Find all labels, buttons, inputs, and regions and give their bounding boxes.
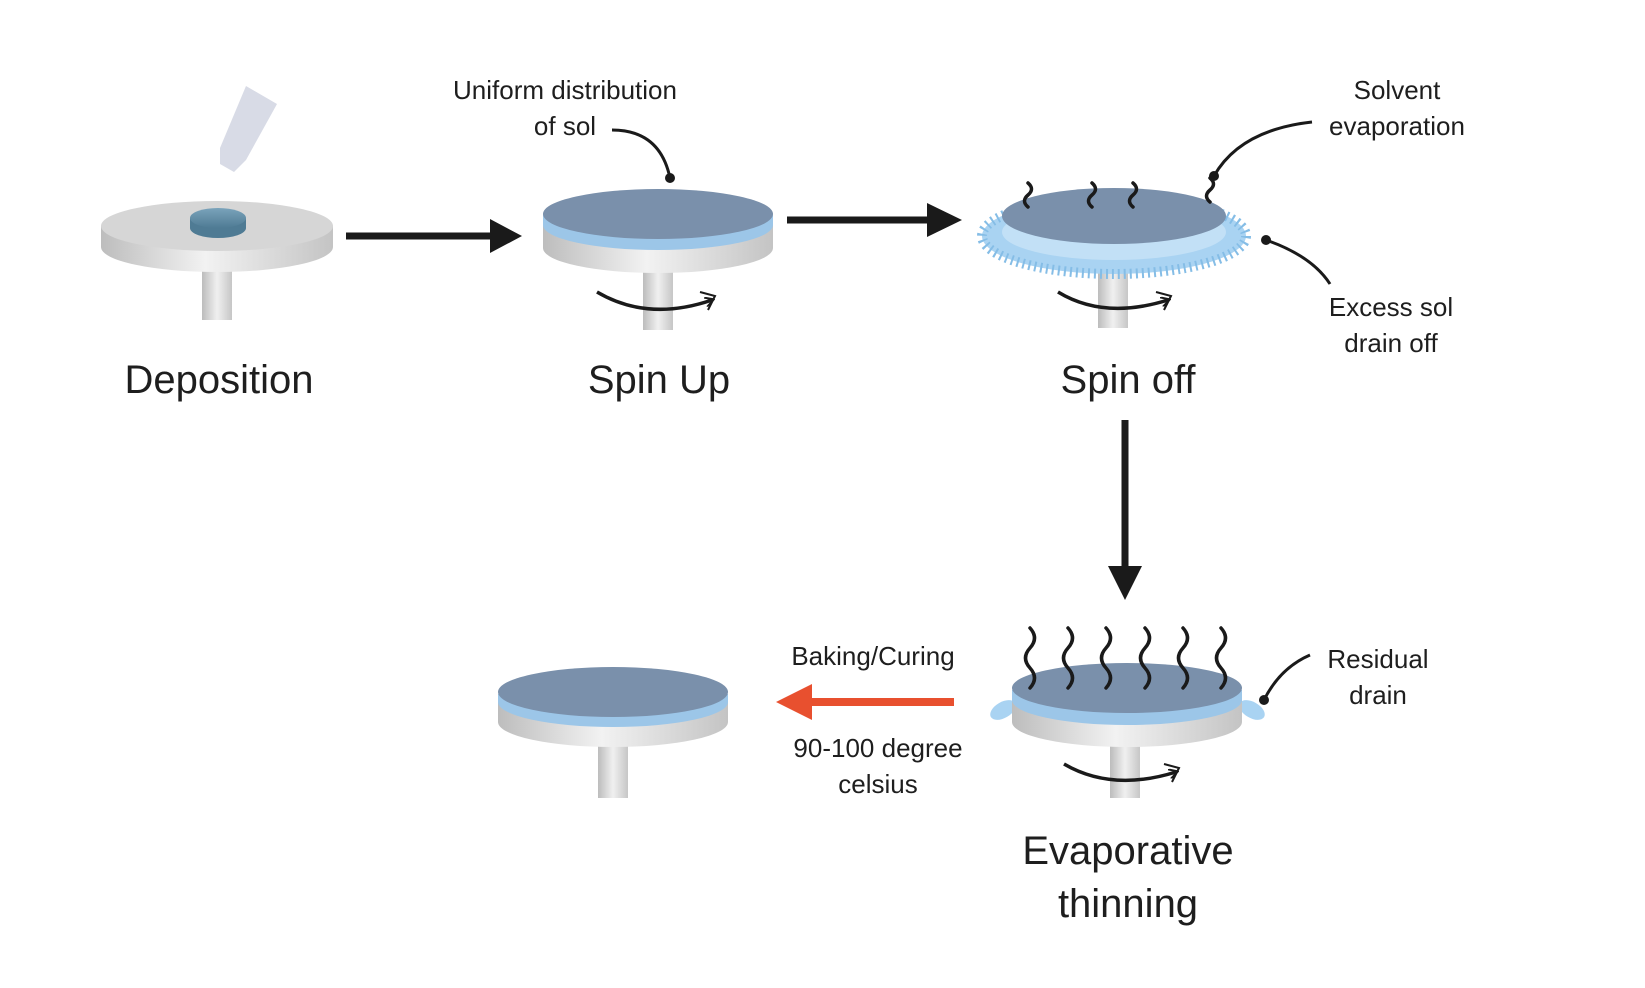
stage-title-spin-up: Spin Up — [588, 358, 730, 402]
stage-title-evaporative-line2: thinning — [1058, 882, 1198, 926]
arrow-deposition-to-spin-up — [346, 219, 522, 253]
stage-spin-up: Uniform distribution of sol Spin Up — [453, 75, 773, 402]
arrow-spin-off-to-evaporative-thinning — [1108, 420, 1142, 600]
rotation-arrow-icon — [699, 291, 717, 311]
annotation-uniform-distribution-line1: Uniform distribution — [453, 75, 677, 105]
spin-platform — [543, 189, 773, 330]
callout-excess-sol — [1261, 235, 1332, 285]
stage-deposition: Deposition — [101, 86, 333, 402]
spin-platform — [990, 663, 1265, 798]
annotation-solvent-line2: evaporation — [1329, 111, 1465, 141]
label-temperature-line1: 90-100 degree — [793, 733, 962, 763]
sol-drop — [190, 208, 246, 238]
pipette-icon — [220, 86, 277, 172]
stage-evaporative-thinning: Residual drain Evaporative thinning — [990, 626, 1429, 926]
vapor-wave-icon — [1022, 176, 1216, 209]
annotation-uniform-distribution-line2: of sol — [534, 111, 596, 141]
label-baking-curing: Baking/Curing — [791, 641, 954, 671]
callout-solvent-evaporation — [1209, 120, 1313, 181]
stage-cured-film — [498, 667, 728, 798]
stage-title-spin-off: Spin off — [1061, 358, 1197, 402]
stage-title-evaporative-line1: Evaporative — [1022, 829, 1233, 873]
annotation-residual-drain-line2: drain — [1349, 680, 1407, 710]
annotation-solvent-line1: Solvent — [1354, 75, 1441, 105]
label-temperature-line2: celsius — [838, 769, 917, 799]
rotation-arrow-icon — [596, 290, 712, 312]
callout-residual-drain — [1259, 653, 1311, 705]
rotation-arrow-icon — [1063, 762, 1176, 783]
spin-platform — [977, 188, 1251, 328]
arrow-baking-curing — [776, 684, 954, 720]
vapor-wave-icon — [1023, 626, 1228, 690]
stage-spin-off: Solvent evaporation Excess sol drain off… — [977, 75, 1465, 402]
spin-platform — [498, 667, 728, 798]
stage-title-deposition: Deposition — [124, 358, 313, 402]
rotation-arrow-icon — [1057, 290, 1168, 311]
arrow-spin-up-to-spin-off — [787, 203, 962, 237]
callout-uniform-distribution — [611, 128, 675, 183]
annotation-residual-drain-line1: Residual — [1327, 644, 1428, 674]
rotation-arrow-icon — [1163, 763, 1181, 783]
annotation-excess-sol-line2: drain off — [1344, 328, 1438, 358]
annotation-excess-sol-line1: Excess sol — [1329, 292, 1453, 322]
rotation-arrow-icon — [1155, 291, 1173, 311]
